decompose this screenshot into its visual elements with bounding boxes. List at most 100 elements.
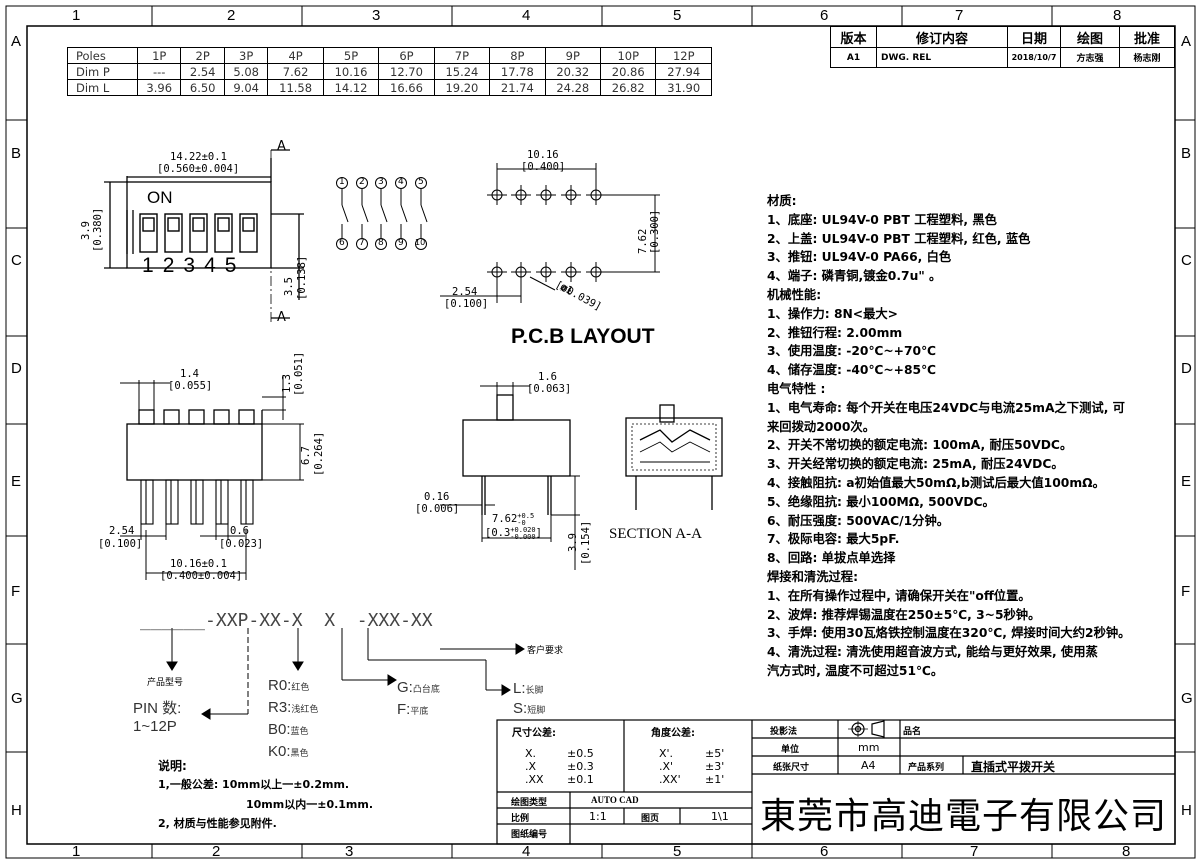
part-pin-label: PIN 数:: [133, 700, 182, 717]
poles-row-dim-l: Dim L 3.96 6.50 9.04 11.58 14.12 16.66 1…: [67, 79, 712, 96]
spec-line: 3、开关经常切换的额定电流: 25mA, 耐压24VDC。: [767, 457, 1064, 472]
revision-table: 版本 修订内容 日期 绘图 批准 A1 DWG. REL 2018/10/7 方…: [830, 26, 1175, 68]
poles-cell: 24.28: [544, 79, 602, 96]
part-product-model: 产品型号: [147, 678, 184, 688]
base-option-g: G:凸台底: [397, 679, 440, 696]
revision-header-approved: 批准: [1119, 26, 1175, 48]
unit-label: 单位: [781, 745, 800, 755]
zone-row-f-right: F: [1181, 583, 1191, 600]
spec-heading: 焊接和清洗过程:: [767, 569, 858, 584]
zone-col-5-bottom: 5: [673, 843, 682, 860]
zone-col-6-bottom: 6: [820, 843, 829, 860]
series-label: 产品系列: [908, 763, 945, 773]
angle-tol-row: X'.±5': [659, 747, 725, 760]
zone-col-2-bottom: 2: [212, 843, 221, 860]
revision-header-row: 版本 修订内容 日期 绘图 批准: [830, 26, 1175, 48]
spec-line: 8、回路: 单拔点单选择: [767, 551, 896, 566]
top-width-dim-in: [0.560±0.004]: [157, 163, 240, 175]
angle-tol-row: .X'±3': [659, 760, 725, 773]
poles-cell: 10.16: [322, 63, 380, 80]
zone-row-a-right: A: [1181, 33, 1192, 50]
side-pin-t: 0.16: [424, 491, 450, 503]
poles-row-dim-p: Dim P --- 2.54 5.08 7.62 10.16 12.70 15.…: [67, 63, 712, 80]
series-value: 直插式平拨开关: [971, 760, 1056, 774]
side-row-tol-minus: -0: [517, 519, 526, 527]
pcb-row-spacing: 7.62: [637, 228, 649, 254]
front-view-drawing: [120, 375, 304, 580]
pcb-pitch: 2.54: [452, 286, 478, 298]
zone-col-6: 6: [820, 7, 829, 24]
spec-line: 2、波焊: 推荐焊锡温度在250±5℃, 3~5秒钟。: [767, 607, 1041, 622]
pin-option-l: L:长脚: [513, 680, 544, 697]
color-option: R3:浅红色: [268, 699, 319, 716]
zone-row-g: G: [11, 690, 23, 707]
poles-header-cell: 8P: [489, 47, 546, 64]
pin-number: 10: [415, 238, 426, 247]
zone-row-c: C: [11, 252, 22, 269]
zone-col-4: 4: [522, 7, 531, 24]
spec-line: 1、在所有操作过程中, 请确保开关在"off位置。: [767, 588, 1031, 603]
zone-col-3-bottom: 3: [345, 843, 354, 860]
base-option-f: F:平底: [397, 701, 429, 718]
poles-cell: 2.54: [180, 63, 225, 80]
poles-header-cell: 7P: [433, 47, 491, 64]
zone-row-h-right: H: [1181, 802, 1192, 819]
remarks-line: 10mm以内一±0.1mm.: [246, 798, 374, 811]
spec-line: 4、清洗过程: 清洗使用超音波方式, 能给与更好效果, 使用蒸: [767, 645, 1098, 660]
front-pin-w-in: [0.023]: [219, 538, 264, 550]
poles-cell: 17.78: [489, 63, 546, 80]
zone-row-b-right: B: [1181, 145, 1192, 162]
poles-cell: 6.50: [180, 79, 225, 96]
pcb-pitch-total-in: [0.400]: [521, 161, 566, 173]
pin-number: 3: [378, 177, 384, 187]
company-name: 東莞市高迪電子有限公司: [760, 796, 1168, 837]
revision-header-version: 版本: [830, 26, 877, 48]
remarks-line: 2, 材质与性能参见附件.: [158, 817, 277, 830]
pin-option-s: S:短脚: [513, 700, 546, 717]
spec-line: 5、绝缘阻抗: 最小100MΩ, 500VDC。: [767, 494, 995, 509]
section-aa-drawing: [625, 404, 723, 510]
angle-tol-list: X'.±5' .X'±3' .XX'±1': [659, 747, 724, 786]
side-row-in: [0.3+0.020-0.000]: [485, 527, 542, 541]
poles-cell: Dim P: [67, 63, 138, 80]
top-inner-dim: 3.5: [283, 277, 295, 296]
front-actuator-h: 1.3: [281, 374, 293, 393]
drawing-type-label: 绘图类型: [511, 798, 548, 808]
section-marker-bottom: A: [277, 310, 286, 325]
page-value: 1\1: [711, 810, 729, 823]
poles-cell: 9.04: [223, 79, 269, 96]
pin-number: 9: [398, 238, 404, 248]
side-row-value: 7.62: [492, 513, 518, 525]
poles-cell: 31.90: [655, 79, 712, 96]
spec-line: 来回拨动2000次。: [767, 419, 876, 434]
part-pin-range: 1~12P: [133, 718, 177, 735]
specs-block: 材质: 1、底座: UL94V-0 PBT 工程塑料, 黑色 2、上盖: UL9…: [767, 192, 1130, 681]
spec-line: 2、上盖: UL94V-0 PBT 工程塑料, 红色, 蓝色: [767, 231, 1031, 246]
revision-approved: 杨志刚: [1119, 47, 1175, 68]
schematic-drawing: [336, 177, 428, 250]
remarks-line: 1,一般公差: 10mm以上一±0.2mm.: [158, 778, 350, 791]
zone-col-7-bottom: 7: [970, 843, 979, 860]
poles-cell: 26.82: [600, 79, 657, 96]
zone-row-g-right: G: [1181, 690, 1193, 707]
pcb-layout-drawing: [440, 163, 660, 303]
spec-line: 3、手焊: 使用30瓦烙铁控制温度在320℃, 焊接时间大约2秒钟。: [767, 626, 1131, 641]
spec-line: 1、底座: UL94V-0 PBT 工程塑料, 黑色: [767, 212, 997, 227]
spec-line: 6、耐压强度: 500VAC/1分钟。: [767, 513, 950, 528]
front-pin-pitch: 2.54: [109, 525, 135, 537]
remarks-title: 说明:: [158, 759, 187, 773]
switch-number: 5: [224, 254, 237, 277]
front-body-h-in: [0.264]: [313, 431, 325, 476]
spec-line: 7、极际电容: 最大5pF.: [767, 532, 900, 547]
pcb-row-spacing-in: [0.300]: [649, 209, 661, 254]
poles-table: Poles 1P 2P 3P 4P 5P 6P 7P 8P 9P 10P 12P…: [67, 47, 712, 96]
front-pin-w: 0.6: [230, 525, 249, 537]
angle-tol-title: 角度公差:: [651, 728, 695, 739]
front-actuator-w-in: [0.055]: [168, 380, 213, 392]
poles-cell: 20.32: [544, 63, 602, 80]
zone-col-8: 8: [1113, 7, 1122, 24]
pin-number: 2: [359, 177, 365, 187]
part-customer: 客户要求: [527, 646, 564, 656]
pin-number: 5: [418, 177, 424, 187]
